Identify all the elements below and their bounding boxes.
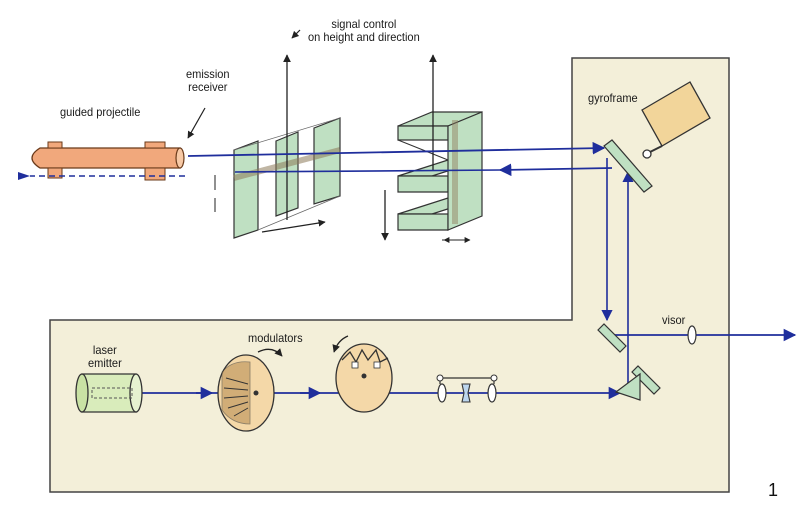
label-laser-emitter: laser emitter (88, 343, 122, 370)
visor-mirror (597, 323, 627, 353)
zoom-lens-system (436, 374, 498, 403)
label-guided-projectile: guided projectile (60, 105, 141, 119)
label-emission-receiver: emission receiver (186, 67, 230, 94)
label-modulators: modulators (248, 331, 303, 345)
turning-prism (614, 372, 641, 401)
device-housing (49, 57, 730, 493)
label-signal-control: signal control on height and direction (308, 17, 420, 44)
label-visor: visor (662, 313, 686, 327)
figure-number: 1 (768, 480, 779, 500)
gyroframe (603, 81, 711, 193)
modulator-disc-2 (335, 343, 393, 413)
guided-projectile (31, 141, 185, 181)
prism-group-right (397, 111, 483, 231)
return-beam (498, 163, 613, 177)
laser-turning-mirror (631, 365, 661, 395)
gyro-mirror (603, 139, 653, 193)
modulator-disc-1 (217, 354, 275, 432)
laser-emitter (75, 373, 143, 413)
outgoing-beam (187, 141, 606, 157)
visor-lens (687, 325, 697, 345)
label-gyroframe: gyroframe (588, 91, 638, 105)
emission-receiver-lens (175, 147, 185, 169)
